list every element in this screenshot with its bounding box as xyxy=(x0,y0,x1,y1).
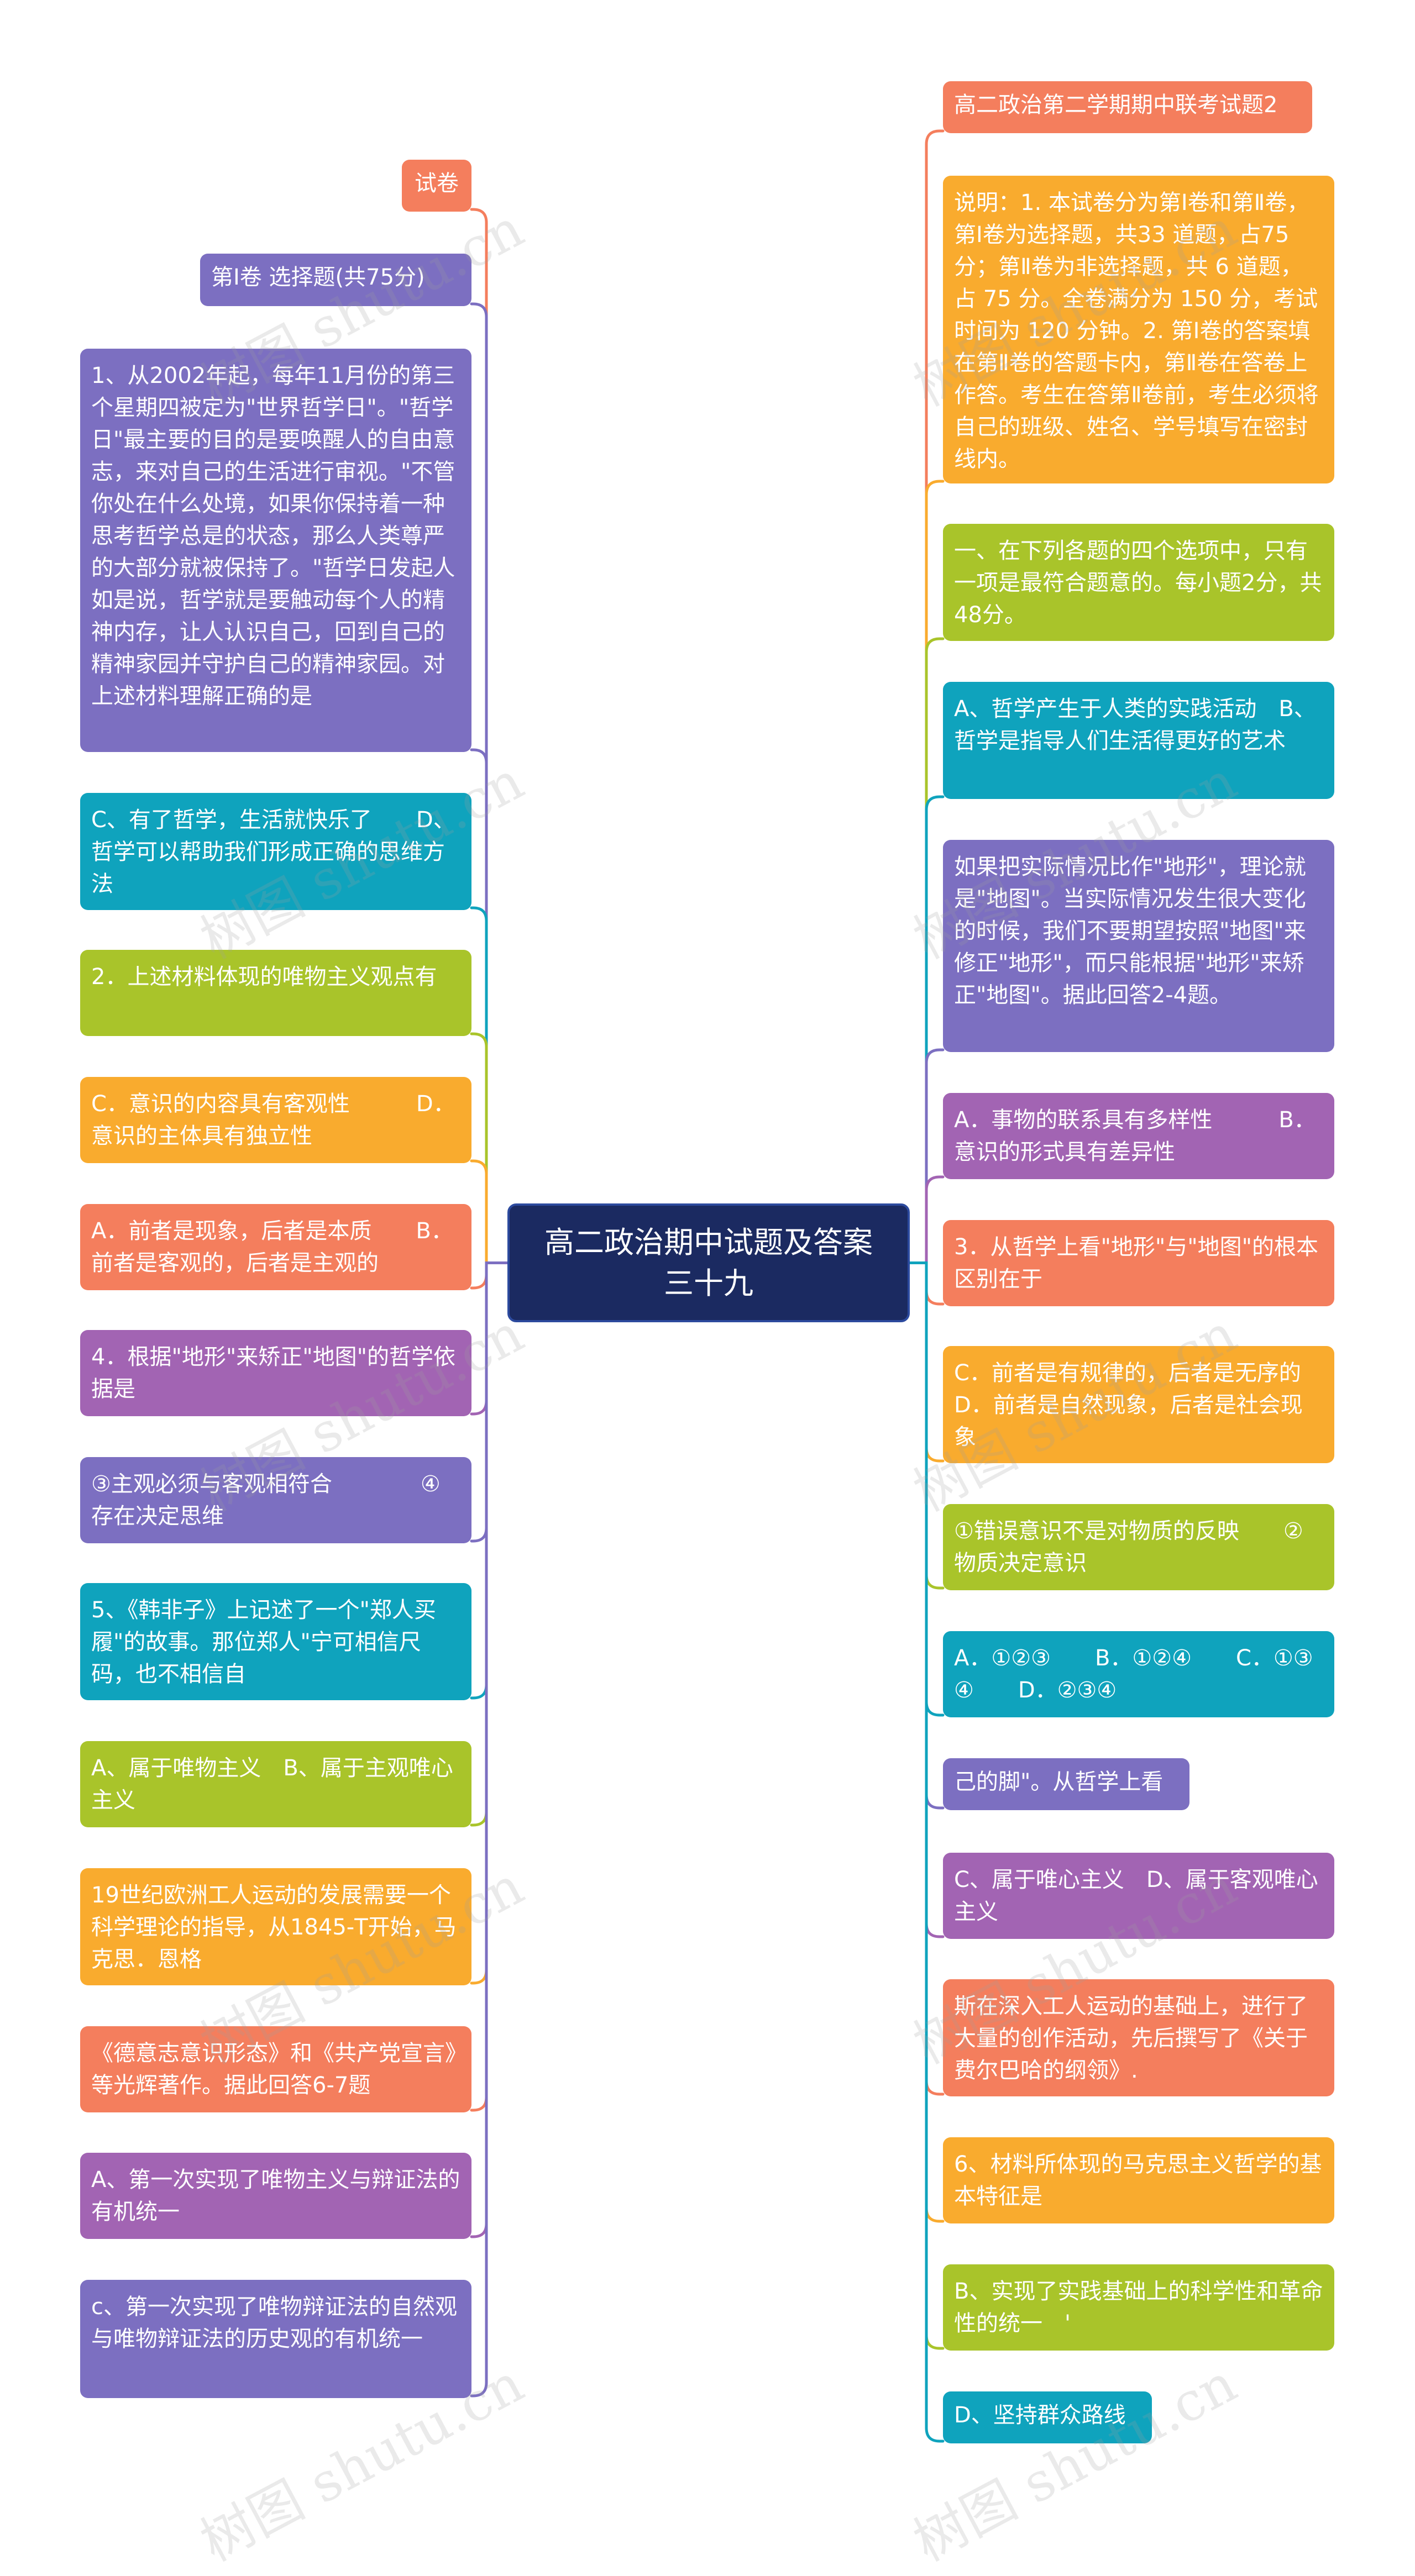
right-node-11[interactable]: C、属于唯心主义 D、属于客观唯心主义 xyxy=(943,1853,1334,1939)
connector-line xyxy=(908,1175,945,1264)
right-node-3[interactable]: A、哲学产生于人类的实践活动 B、哲学是指导人们生活得更好的艺术 xyxy=(943,682,1334,799)
left-node-0[interactable]: 试卷 xyxy=(402,160,471,212)
connector-line xyxy=(470,1261,509,1543)
left-node-12[interactable]: 《德意志意识形态》和《共产党宣言》等光辉著作。据此回答6-7题 xyxy=(80,2026,471,2112)
connector-line xyxy=(470,208,509,1264)
connector-line xyxy=(470,1261,509,1416)
connector-line xyxy=(470,906,509,1264)
connector-line xyxy=(470,1032,509,1264)
right-node-2[interactable]: 一、在下列各题的四个选项中，只有一项是最符合题意的。每小题2分，共48分。 xyxy=(943,524,1334,641)
connector-line xyxy=(908,637,945,1264)
connector-line xyxy=(470,1261,509,1827)
right-node-10[interactable]: 己的脚"。从哲学上看 xyxy=(943,1758,1189,1810)
connector-line xyxy=(908,129,945,1264)
left-node-7[interactable]: 4．根据"地形"来矫正"地图"的哲学依据是 xyxy=(80,1330,471,1416)
connector-line xyxy=(908,1261,945,2443)
connector-line xyxy=(470,1159,509,1264)
connector-line xyxy=(470,302,509,1264)
left-node-14[interactable]: c、第一次实现了唯物辩证法的自然观与唯物辩证法的历史观的有机统一 xyxy=(80,2280,471,2398)
left-node-2[interactable]: 1、从2002年起，每年11月份的第三个星期四被定为"世界哲学日"。"哲学日"最… xyxy=(80,349,471,752)
root-node[interactable]: 高二政治期中试题及答案三十九 xyxy=(507,1203,910,1322)
right-node-4[interactable]: 如果把实际情况比作"地形"，理论就是"地图"。当实际情况发生很大变化的时候，我们… xyxy=(943,840,1334,1052)
left-node-5[interactable]: C．意识的内容具有客观性 D．意识的主体具有独立性 xyxy=(80,1077,471,1163)
connector-line xyxy=(470,1261,509,1700)
connector-line xyxy=(908,480,945,1264)
connector-line xyxy=(470,1261,509,1985)
left-node-8[interactable]: ③主观必须与客观相符合 ④存在决定思维 xyxy=(80,1457,471,1543)
root-label: 高二政治期中试题及答案三十九 xyxy=(544,1224,873,1301)
right-node-12[interactable]: 斯在深入工人运动的基础上，进行了大量的创作活动，先后撰写了《关于费尔巴哈的纲领》… xyxy=(943,1979,1334,2096)
left-node-4[interactable]: 2．上述材料体现的唯物主义观点有 xyxy=(80,950,471,1036)
connector-line xyxy=(470,1261,509,2398)
right-node-7[interactable]: C．前者是有规律的，后者是无序的 D．前者是自然现象，后者是社会现象 xyxy=(943,1346,1334,1463)
right-node-9[interactable]: A．①②③ B．①②④ C．①③④ D．②③④ xyxy=(943,1631,1334,1717)
right-node-6[interactable]: 3．从哲学上看"地形"与"地图"的根本区别在于 xyxy=(943,1220,1334,1306)
left-node-6[interactable]: A．前者是现象，后者是本质 B．前者是客观的，后者是主观的 xyxy=(80,1204,471,1290)
right-node-8[interactable]: ①错误意识不是对物质的反映 ②物质决定意识 xyxy=(943,1504,1334,1590)
connector-line xyxy=(470,1261,509,1290)
right-node-15[interactable]: D、坚持群众路线 xyxy=(943,2391,1152,2443)
left-node-13[interactable]: A、第一次实现了唯物主义与辩证法的有机统一 xyxy=(80,2153,471,2239)
left-node-9[interactable]: 5、《韩非子》上记述了一个"郑人买履"的故事。那位郑人"宁可相信尺码，也不相信自 xyxy=(80,1583,471,1700)
connector-line xyxy=(470,1261,509,2238)
right-node-0[interactable]: 高二政治第二学期期中联考试题2 xyxy=(943,81,1312,133)
connector-line xyxy=(908,795,945,1264)
right-node-13[interactable]: 6、材料所体现的马克思主义哲学的基本特征是 xyxy=(943,2137,1334,2223)
right-node-1[interactable]: 说明：1. 本试卷分为第Ⅰ卷和第Ⅱ卷，第Ⅰ卷为选择题，共33 道题，占75 分；… xyxy=(943,176,1334,483)
connector-line xyxy=(908,1048,945,1264)
left-node-1[interactable]: 第Ⅰ卷 选择题(共75分) xyxy=(200,254,471,306)
connector-line xyxy=(470,748,509,1264)
left-node-11[interactable]: 19世纪欧洲工人运动的发展需要一个科学理论的指导，从1845-T开始，马克思．恩… xyxy=(80,1868,471,1985)
left-node-10[interactable]: A、属于唯物主义 B、属于主观唯心主义 xyxy=(80,1741,471,1827)
left-node-3[interactable]: C、有了哲学，生活就快乐了 D、哲学可以帮助我们形成正确的思维方法 xyxy=(80,793,471,910)
right-node-14[interactable]: B、实现了实践基础上的科学性和革命性的统一 ' xyxy=(943,2264,1334,2351)
right-node-5[interactable]: A．事物的联系具有多样性 B．意识的形式具有差异性 xyxy=(943,1093,1334,1179)
